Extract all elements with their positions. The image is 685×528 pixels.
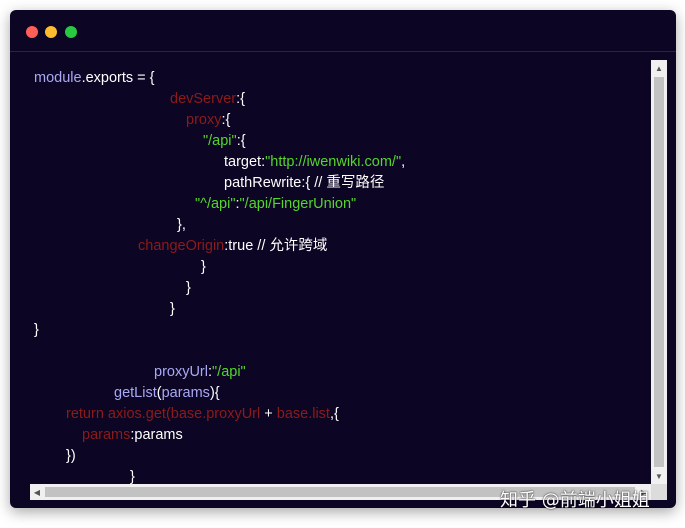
code-line: pathRewrite:{ // 重写路径 — [224, 173, 384, 193]
code-token: :true // 允许跨域 — [224, 238, 328, 254]
code-line: proxyUrl:"/api" — [154, 362, 246, 382]
vertical-scroll-thumb[interactable] — [654, 77, 664, 467]
code-token: }) — [66, 448, 76, 464]
code-token: ,{ — [329, 406, 339, 422]
horizontal-scrollbar[interactable]: ◀ ▶ — [30, 484, 651, 500]
code-token: } — [34, 322, 39, 338]
code-token: :{ — [236, 91, 245, 107]
maximize-window-icon[interactable] — [65, 26, 77, 38]
minimize-window-icon[interactable] — [45, 26, 57, 38]
code-line: }, — [177, 215, 186, 235]
code-token: } — [170, 301, 175, 317]
code-token: base.list — [276, 406, 330, 422]
scroll-left-arrow-icon[interactable]: ◀ — [33, 487, 41, 497]
code-line: } — [34, 320, 39, 340]
scrollbar-corner — [651, 484, 667, 500]
code-token: pathRewrite:{ // 重写路径 — [224, 175, 385, 191]
scroll-up-arrow-icon[interactable]: ▲ — [655, 63, 663, 73]
code-token: : — [235, 196, 240, 212]
code-token: getList — [114, 385, 157, 401]
code-line: devServer:{ — [170, 89, 245, 109]
code-line: getList(params){ — [114, 383, 220, 403]
code-token: : — [207, 364, 213, 380]
code-token: :{ — [236, 133, 246, 149]
code-token: :params — [130, 427, 183, 443]
code-token: "/api" — [203, 133, 237, 149]
code-line: } — [186, 278, 191, 298]
code-token: changeOrigin — [138, 238, 225, 254]
vertical-scrollbar[interactable]: ▲ ▼ — [651, 60, 667, 484]
code-line: } — [130, 467, 135, 484]
code-line: } — [170, 299, 175, 319]
code-token: params — [82, 427, 131, 443]
watermark: 知乎 @前端小姐姐 — [500, 490, 650, 511]
code-token: }, — [177, 217, 186, 233]
code-window: module.exports = { devServer:{ proxy:{ "… — [10, 10, 676, 508]
code-line: "/api":{ — [203, 131, 246, 151]
code-line: } — [201, 257, 206, 277]
horizontal-scroll-thumb[interactable] — [45, 487, 635, 497]
code-line: params:params — [82, 425, 183, 445]
scroll-right-arrow-icon[interactable]: ▶ — [640, 487, 648, 497]
code-token: } — [186, 280, 191, 296]
code-token: "http://iwenwiki.com/" — [265, 154, 402, 170]
code-token: "^/api" — [195, 196, 236, 212]
code-token: devServer — [170, 91, 237, 107]
code-token: } — [130, 469, 135, 484]
code-line: return axios.get(base.proxyUrl + base.li… — [66, 404, 339, 424]
code-token: ){ — [209, 385, 220, 401]
scroll-down-arrow-icon[interactable]: ▼ — [655, 471, 663, 481]
code-line: target:"http://iwenwiki.com/", — [224, 152, 405, 172]
code-token: } — [201, 259, 206, 275]
code-token: proxy — [186, 112, 222, 128]
code-token: ( — [156, 385, 162, 401]
code-token: proxyUrl — [154, 364, 208, 380]
code-line: module.exports = { — [34, 68, 155, 88]
code-token: , — [401, 154, 406, 170]
code-block: module.exports = { devServer:{ proxy:{ "… — [10, 52, 650, 484]
code-token: return axios.get(base.proxyUrl — [66, 406, 261, 422]
code-token: + — [260, 406, 277, 422]
code-line: "^/api":"/api/FingerUnion" — [195, 194, 356, 214]
code-token: params — [161, 385, 210, 401]
code-token: "/api" — [212, 364, 246, 380]
code-token: target: — [224, 154, 266, 170]
code-token: module — [34, 70, 82, 86]
code-token: .exports = { — [81, 70, 155, 86]
window-titlebar — [10, 10, 676, 52]
code-line: proxy:{ — [186, 110, 230, 130]
code-token: :{ — [221, 112, 231, 128]
code-line: }) — [66, 446, 76, 466]
close-window-icon[interactable] — [26, 26, 38, 38]
code-token: "/api/FingerUnion" — [239, 196, 357, 212]
code-line: changeOrigin:true // 允许跨域 — [138, 236, 327, 256]
